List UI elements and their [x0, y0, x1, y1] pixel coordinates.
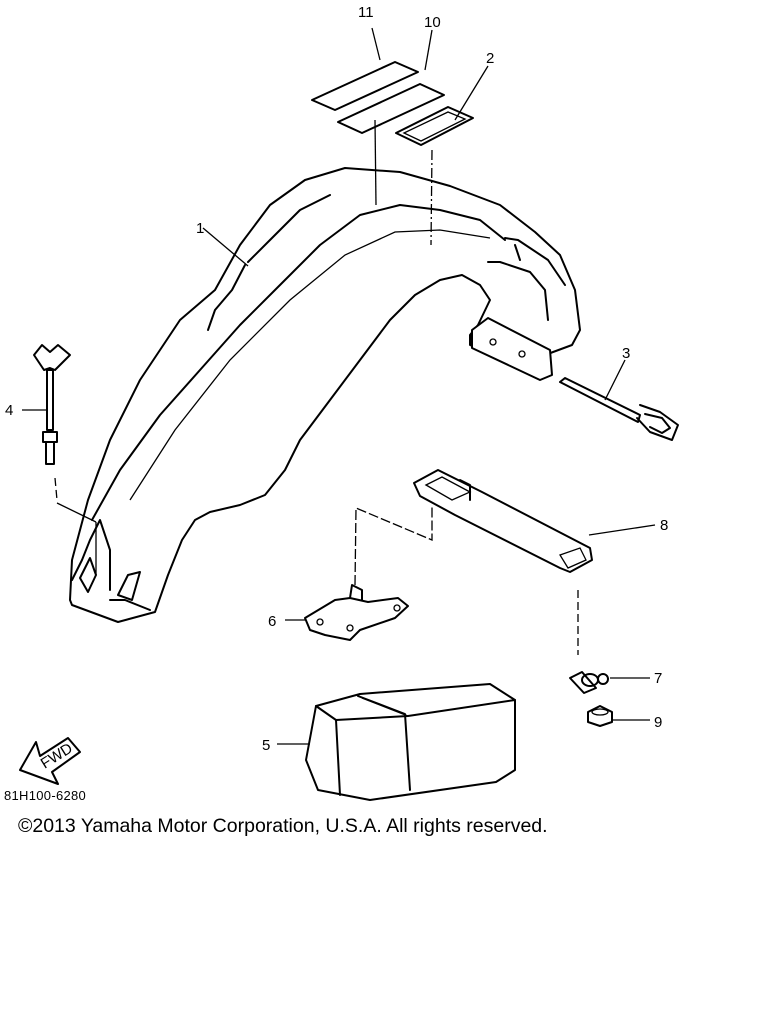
part-7-clamp [569, 671, 609, 694]
figure-code: 81H100-6280 [4, 788, 87, 803]
leader-lines [22, 27, 656, 745]
part-11-decal [311, 61, 419, 111]
part-9-nut [587, 705, 613, 727]
copyright-notice: ©2013 Yamaha Motor Corporation, U.S.A. A… [18, 815, 548, 837]
callout-7: 7 [654, 670, 662, 687]
callout-8: 8 [660, 517, 668, 534]
callout-5: 5 [262, 737, 270, 754]
callout-11: 11 [358, 4, 374, 21]
part-10-decal [337, 83, 445, 134]
part-6-bracket [304, 505, 433, 641]
callout-2: 2 [486, 50, 494, 67]
part-3-rod [559, 377, 679, 441]
part-1-rear-fender [69, 119, 581, 623]
fwd-arrow-icon: FWD [19, 737, 81, 785]
callout-9: 9 [654, 714, 662, 731]
callout-1: 1 [196, 220, 204, 237]
callout-3: 3 [622, 345, 630, 362]
part-8-strap [413, 469, 593, 655]
callout-6: 6 [268, 613, 276, 630]
part-4-wing-bolt [33, 344, 97, 575]
part-2-plate [395, 106, 474, 146]
callout-10: 10 [424, 14, 441, 31]
callout-4: 4 [5, 402, 13, 419]
part-5-box [305, 683, 516, 801]
